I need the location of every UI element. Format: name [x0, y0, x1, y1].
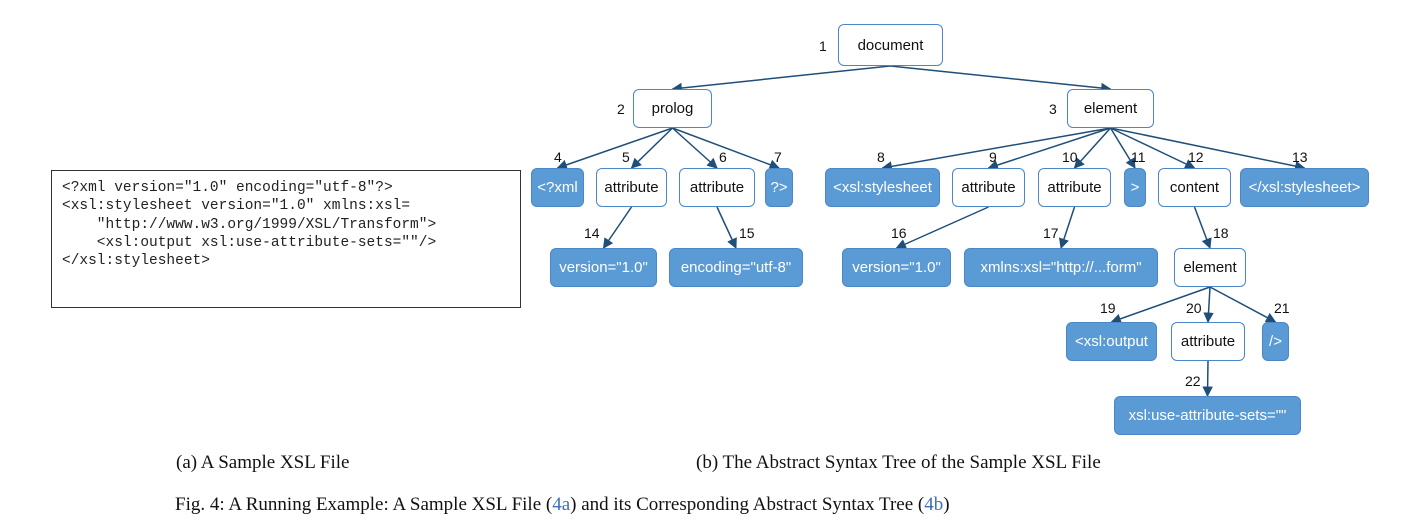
- figure-caption-suffix: ): [943, 494, 950, 515]
- tree-edge-18-19: [1110, 286, 1211, 324]
- tree-edge-3-12: [1110, 127, 1196, 169]
- tree-node-number-22: 22: [1185, 373, 1201, 389]
- xsl-code-box: <?xml version="1.0" encoding="utf-8"?> <…: [51, 170, 521, 308]
- tree-node-12: content: [1158, 168, 1231, 207]
- tree-node-1: document: [838, 24, 943, 66]
- caption-b: (b) The Abstract Syntax Tree of the Samp…: [696, 452, 1101, 473]
- tree-node-number-11: 11: [1131, 149, 1146, 165]
- tree-node-2: prolog: [633, 89, 712, 128]
- tree-edges: [556, 65, 1306, 398]
- tree-edge-3-11: [1109, 127, 1136, 169]
- tree-edge-3-10: [1073, 127, 1112, 169]
- tree-node-number-14: 14: [584, 225, 600, 241]
- code-line: <xsl:stylesheet version="1.0" xmlns:xsl=: [62, 198, 411, 215]
- tree-edge-20-22: [1202, 360, 1213, 398]
- tree-node-number-20: 20: [1186, 300, 1202, 316]
- tree-node-13: </xsl:stylesheet>: [1240, 168, 1369, 207]
- code-line: </xsl:stylesheet>: [62, 253, 210, 270]
- tree-edge-6-15: [716, 206, 737, 249]
- code-line: <?xml version="1.0" encoding="utf-8"?>: [62, 180, 393, 196]
- tree-edge-1-2: [671, 65, 891, 94]
- tree-node-6: attribute: [679, 168, 755, 207]
- tree-edge-18-21: [1209, 286, 1277, 323]
- tree-node-15: encoding="utf-8": [669, 248, 803, 287]
- tree-edge-2-6: [671, 127, 718, 169]
- tree-node-8: <xsl:stylesheet: [825, 168, 940, 207]
- tree-node-number-15: 15: [739, 225, 755, 241]
- tree-node-3: element: [1067, 89, 1154, 128]
- tree-edge-2-7: [672, 127, 780, 170]
- tree-node-number-1: 1: [819, 38, 827, 54]
- tree-node-number-10: 10: [1062, 149, 1078, 165]
- code-line: <xsl:output xsl:use-attribute-sets=""/>: [62, 234, 437, 251]
- figure-ref-4b[interactable]: 4b: [924, 494, 944, 515]
- tree-node-9: attribute: [952, 168, 1025, 207]
- tree-node-22: xsl:use-attribute-sets="": [1114, 396, 1301, 435]
- tree-node-20: attribute: [1171, 322, 1245, 361]
- tree-edge-5-14: [602, 206, 633, 249]
- tree-node-number-17: 17: [1043, 225, 1059, 241]
- tree-node-4: <?xml: [531, 168, 584, 207]
- tree-edge-12-18: [1193, 206, 1212, 249]
- tree-edge-3-8: [881, 127, 1111, 172]
- tree-node-18: element: [1174, 248, 1246, 287]
- tree-edge-3-9: [987, 127, 1111, 171]
- tree-node-16: version="1.0": [842, 248, 951, 287]
- figure-caption-middle: ) and its Corresponding Abstract Syntax …: [570, 494, 925, 515]
- tree-edge-3-13: [1110, 127, 1306, 172]
- tree-node-19: <xsl:output: [1066, 322, 1157, 361]
- tree-node-number-12: 12: [1188, 149, 1204, 165]
- tree-edge-2-5: [630, 127, 674, 169]
- tree-node-21: />: [1262, 322, 1289, 361]
- tree-node-7: ?>: [765, 168, 793, 207]
- tree-node-number-3: 3: [1049, 101, 1057, 117]
- tree-node-10: attribute: [1038, 168, 1111, 207]
- tree-node-5: attribute: [596, 168, 667, 207]
- tree-node-number-8: 8: [877, 149, 885, 165]
- tree-node-number-13: 13: [1292, 149, 1308, 165]
- figure-caption-prefix: Fig. 4: A Running Example: A Sample XSL …: [175, 494, 553, 515]
- caption-a: (a) A Sample XSL File: [176, 452, 350, 473]
- tree-edge-2-4: [556, 127, 673, 170]
- abstract-syntax-tree: document 1 prolog 2 element 3 <?xml 4 attribute 5…: [531, 24, 1369, 435]
- tree-node-number-6: 6: [719, 149, 727, 165]
- tree-node-number-19: 19: [1100, 300, 1116, 316]
- tree-edge-1-3: [890, 65, 1112, 94]
- figure-ref-4a[interactable]: 4a: [552, 494, 571, 515]
- tree-node-11: >: [1124, 168, 1146, 207]
- tree-node-14: version="1.0": [550, 248, 657, 287]
- tree-edge-10-17: [1058, 206, 1076, 249]
- code-line: "http://www.w3.org/1999/XSL/Transform">: [62, 216, 437, 233]
- tree-node-number-7: 7: [774, 149, 782, 165]
- tree-edge-9-16: [895, 206, 989, 249]
- tree-edge-18-20: [1203, 286, 1214, 324]
- tree-node-number-16: 16: [891, 225, 907, 241]
- figure-caption: Fig. 4: A Running Example: A Sample XSL …: [175, 494, 950, 516]
- tree-node-number-2: 2: [617, 101, 625, 117]
- tree-node-17: xmlns:xsl="http://...form": [964, 248, 1158, 287]
- tree-node-number-4: 4: [554, 149, 562, 165]
- tree-node-number-9: 9: [989, 149, 997, 165]
- tree-node-number-18: 18: [1213, 225, 1229, 241]
- tree-node-number-5: 5: [622, 149, 630, 165]
- tree-node-number-21: 21: [1274, 300, 1290, 316]
